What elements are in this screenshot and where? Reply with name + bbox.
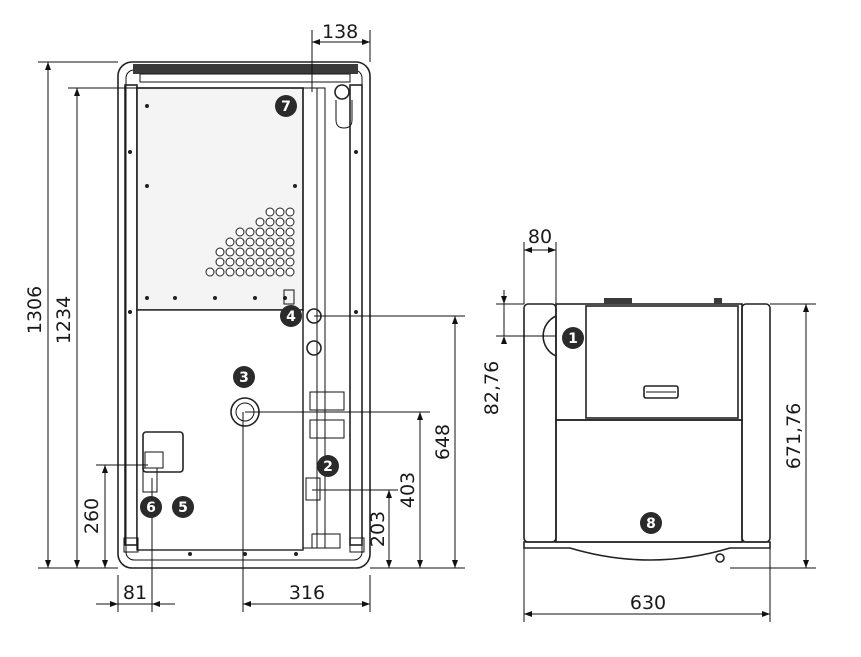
svg-text:1: 1 <box>568 331 578 347</box>
fitting-2a <box>309 391 345 411</box>
side-base <box>523 541 771 561</box>
side-upper-body <box>555 303 743 421</box>
side-dimension-arrows <box>501 247 809 617</box>
side-view <box>523 298 771 563</box>
svg-text:2: 2 <box>323 459 333 475</box>
dim-138: 138 <box>322 21 358 43</box>
side-left-post <box>523 303 557 543</box>
left-rail <box>124 84 138 546</box>
svg-text:8: 8 <box>646 516 656 532</box>
valve-4b <box>306 340 322 356</box>
dim-203: 203 <box>367 511 389 547</box>
dim-1234: 1234 <box>53 296 75 344</box>
perforation-grid <box>205 207 295 277</box>
door-handle <box>643 385 679 399</box>
vertical-pipe <box>302 87 318 549</box>
dim-316: 316 <box>289 582 325 604</box>
fitting-2b <box>309 419 345 439</box>
callout-6: 6 <box>140 496 162 518</box>
foot-right <box>349 537 365 553</box>
front-outer-frame <box>117 61 371 569</box>
fitting <box>283 289 295 305</box>
side-right-post <box>741 303 771 543</box>
dim-671-76: 671,76 <box>783 403 805 469</box>
callout-5: 5 <box>172 496 194 518</box>
dim-630: 630 <box>630 592 666 614</box>
top-fitting-1 <box>604 298 632 304</box>
callout-4: 4 <box>280 305 302 327</box>
callout-3: 3 <box>233 366 255 388</box>
svg-text:7: 7 <box>281 99 291 115</box>
callout-2: 2 <box>317 455 339 477</box>
dim-81: 81 <box>123 582 147 604</box>
callout-7: 7 <box>275 95 297 117</box>
front-view <box>117 61 371 569</box>
dim-1306: 1306 <box>24 286 46 334</box>
pump-body <box>142 431 184 473</box>
lower-panel <box>136 309 304 551</box>
top-bar <box>133 64 358 74</box>
svg-text:5: 5 <box>178 500 188 516</box>
fitting-2c <box>305 477 321 501</box>
callout-1: 1 <box>562 327 584 349</box>
foot-left <box>123 537 139 553</box>
upper-panel <box>136 87 304 311</box>
svg-text:4: 4 <box>286 309 296 325</box>
callout-8: 8 <box>640 512 662 534</box>
dim-260: 260 <box>81 498 103 534</box>
vent-valve <box>334 84 350 100</box>
dim-648: 648 <box>432 424 454 460</box>
dim-403: 403 <box>397 472 419 508</box>
dim-80: 80 <box>528 226 552 248</box>
side-door <box>585 305 739 419</box>
side-dimensions <box>496 242 816 622</box>
right-rail <box>349 84 363 546</box>
svg-text:3: 3 <box>239 370 249 386</box>
vent-pipe <box>335 100 353 129</box>
svg-text:6: 6 <box>146 500 156 516</box>
pump-outlet <box>142 467 158 493</box>
drain-fitting <box>311 533 341 549</box>
front-dimension-arrows <box>45 39 458 607</box>
top-fitting-2 <box>714 298 722 304</box>
panel-screws <box>128 104 358 556</box>
dim-82-76: 82,76 <box>481 361 503 415</box>
top-vent <box>139 73 351 83</box>
front-dimensions <box>38 30 465 612</box>
side-foot <box>715 553 725 563</box>
